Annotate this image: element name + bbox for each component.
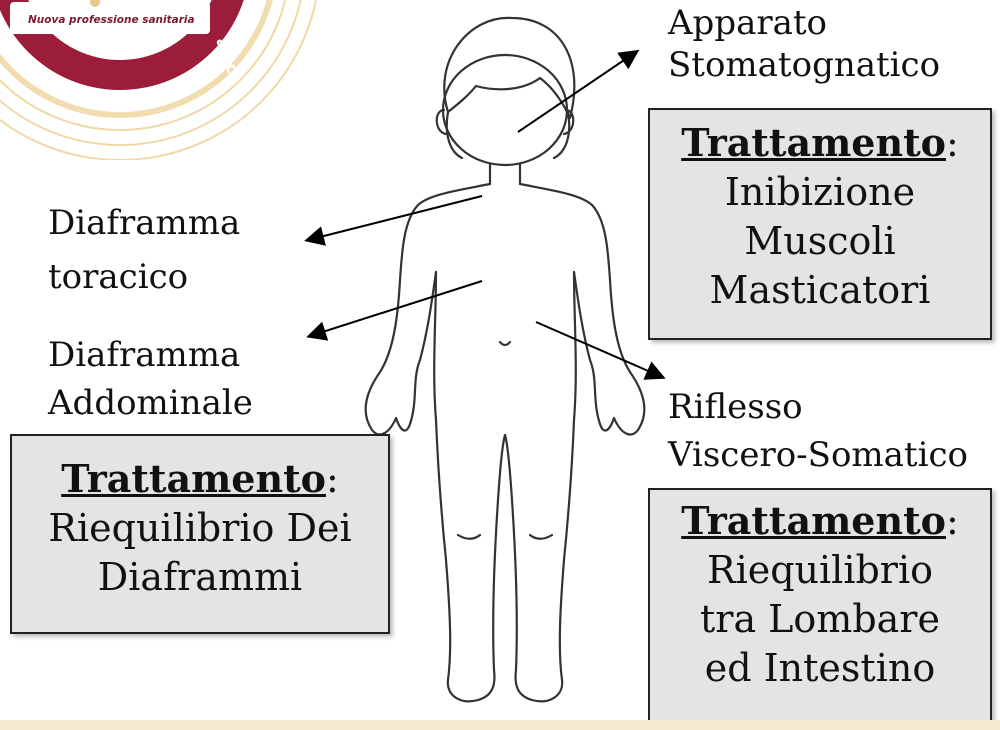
right-arm-outline: [520, 184, 644, 434]
arrow-diaframma-toracico: [308, 196, 482, 240]
label-diaframma-toracico-line2: toracico: [48, 256, 240, 298]
treatment-line: Masticatori: [650, 266, 990, 315]
belly-button: [500, 342, 510, 345]
child-figure: [366, 18, 645, 701]
treatment-line: Muscoli: [650, 217, 990, 266]
arrow-stomatognatico: [518, 52, 636, 132]
arrow-riflesso: [536, 322, 662, 377]
treatment-box-diaframmi: Trattamento: Riequilibrio Dei Diaframmi: [10, 434, 390, 634]
treatment-line: Diaframmi: [12, 553, 388, 602]
bottom-band: [0, 720, 1000, 730]
treatment-box-lombare: Trattamento: Riequilibrio tra Lombare ed…: [648, 488, 992, 724]
label-riflesso-line2: Viscero-Somatico: [668, 434, 968, 476]
treatment-heading: Trattamento:: [650, 118, 990, 168]
right-knee: [530, 535, 552, 539]
label-stomatognatico-line1: Apparato: [668, 2, 940, 44]
label-diaframma-addominale-line2: Addominale: [48, 382, 253, 424]
left-leg-outline: [434, 272, 505, 701]
label-diaframma-addominale: Diaframma Addominale: [48, 334, 253, 424]
left-knee: [458, 535, 480, 539]
treatment-line: ed Intestino: [650, 644, 990, 693]
treatment-line: Riequilibrio Dei: [12, 504, 388, 553]
label-stomatognatico-line2: Stomatognatico: [668, 44, 940, 86]
treatment-line: tra Lombare: [650, 595, 990, 644]
label-riflesso: Riflesso Viscero-Somatico: [668, 386, 968, 476]
head-outline: [443, 55, 567, 165]
treatment-line: Riequilibrio: [650, 546, 990, 595]
right-leg-outline: [505, 272, 576, 701]
treatment-box-stomatognatico: Trattamento: Inibizione Muscoli Masticat…: [648, 108, 992, 340]
treatment-heading: Trattamento:: [650, 496, 990, 546]
treatment-heading: Trattamento:: [12, 454, 388, 504]
label-riflesso-line1: Riflesso: [668, 386, 968, 428]
treatment-line: Inibizione: [650, 168, 990, 217]
label-diaframma-addominale-line1: Diaframma: [48, 334, 253, 376]
label-diaframma-toracico: Diaframma toracico: [48, 202, 240, 298]
label-diaframma-toracico-line1: Diaframma: [48, 202, 240, 244]
label-stomatognatico: Apparato Stomatognatico: [668, 2, 940, 86]
